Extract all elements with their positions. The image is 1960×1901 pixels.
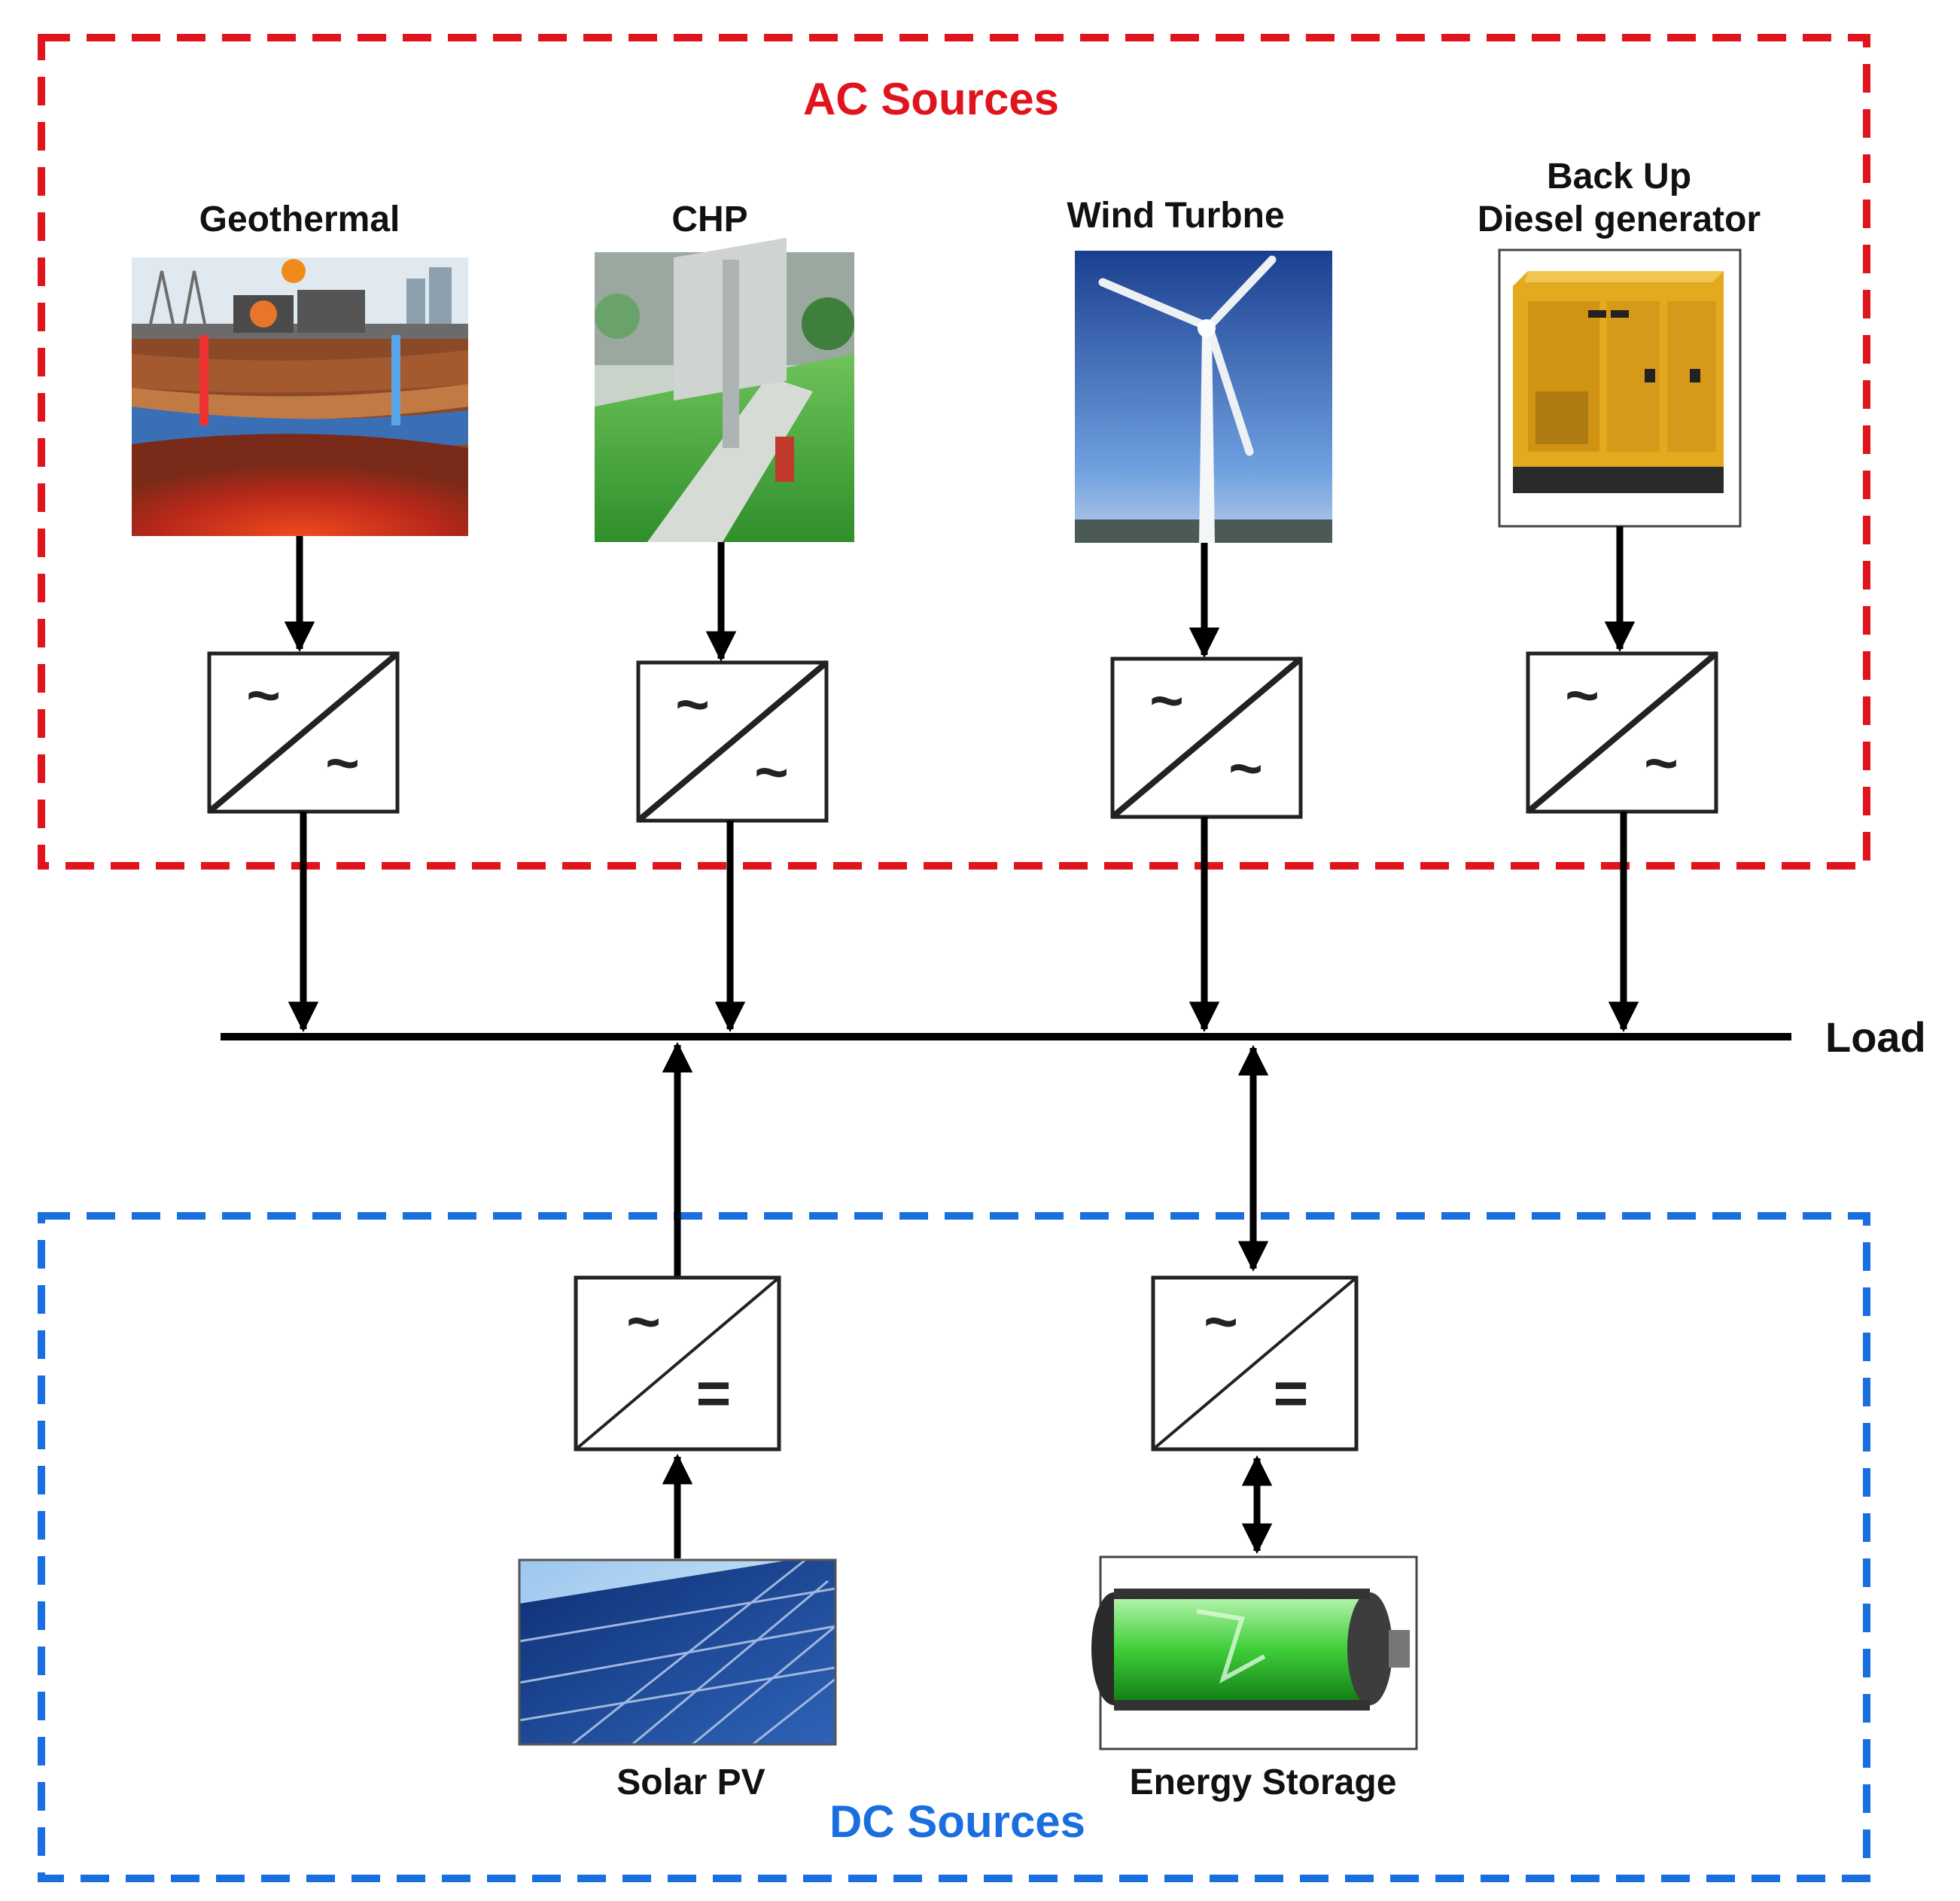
chp-ac-ac-converter: ~ ~ bbox=[636, 660, 829, 824]
storage-dc-ac-converter: ~ = bbox=[1151, 1275, 1359, 1452]
ac-symbol: ~ bbox=[754, 739, 789, 805]
ac-symbol: ~ bbox=[1228, 735, 1263, 801]
dc-symbol: = bbox=[696, 1360, 732, 1427]
diesel-generator-label-line1: Back Up bbox=[1547, 157, 1691, 196]
ac-symbol: ~ bbox=[246, 662, 281, 728]
energy-storage-label: Energy Storage bbox=[1130, 1762, 1397, 1802]
geothermal-ac-ac-converter: ~ ~ bbox=[207, 650, 400, 815]
wind-turbine-label: Wind Turbne bbox=[1067, 196, 1284, 236]
ac-symbol: ~ bbox=[626, 1288, 661, 1354]
dc-symbol: = bbox=[1274, 1360, 1309, 1427]
solar-panel-icon bbox=[518, 1558, 837, 1746]
wind-ac-ac-converter: ~ ~ bbox=[1110, 656, 1303, 820]
ac-sources-title: AC Sources bbox=[803, 74, 1059, 124]
diesel-generator-icon bbox=[1498, 248, 1742, 528]
geothermal-plant-icon bbox=[132, 257, 468, 536]
diesel-ac-ac-converter: ~ ~ bbox=[1526, 650, 1718, 815]
ac-sources-frame bbox=[38, 34, 1870, 870]
battery-icon bbox=[1091, 1555, 1418, 1750]
ac-symbol: ~ bbox=[325, 730, 360, 796]
chp-plant-icon bbox=[595, 237, 854, 542]
dc-sources-frame bbox=[38, 1212, 1870, 1882]
geothermal-label: Geothermal bbox=[199, 200, 400, 239]
load-label: Load bbox=[1825, 1013, 1926, 1061]
solar-dc-ac-converter: ~ = bbox=[574, 1275, 781, 1452]
dc-sources-title: DC Sources bbox=[829, 1796, 1085, 1847]
ac-symbol: ~ bbox=[1644, 730, 1678, 796]
ac-symbol: ~ bbox=[675, 671, 710, 737]
wind-turbine-icon bbox=[1075, 251, 1332, 543]
diesel-generator-label-line2: Diesel generator bbox=[1478, 200, 1761, 239]
ac-symbol: ~ bbox=[1204, 1288, 1238, 1354]
chp-label: CHP bbox=[671, 200, 747, 239]
ac-symbol: ~ bbox=[1565, 662, 1599, 728]
ac-symbol: ~ bbox=[1149, 667, 1184, 733]
solar-pv-label: Solar PV bbox=[616, 1762, 765, 1802]
